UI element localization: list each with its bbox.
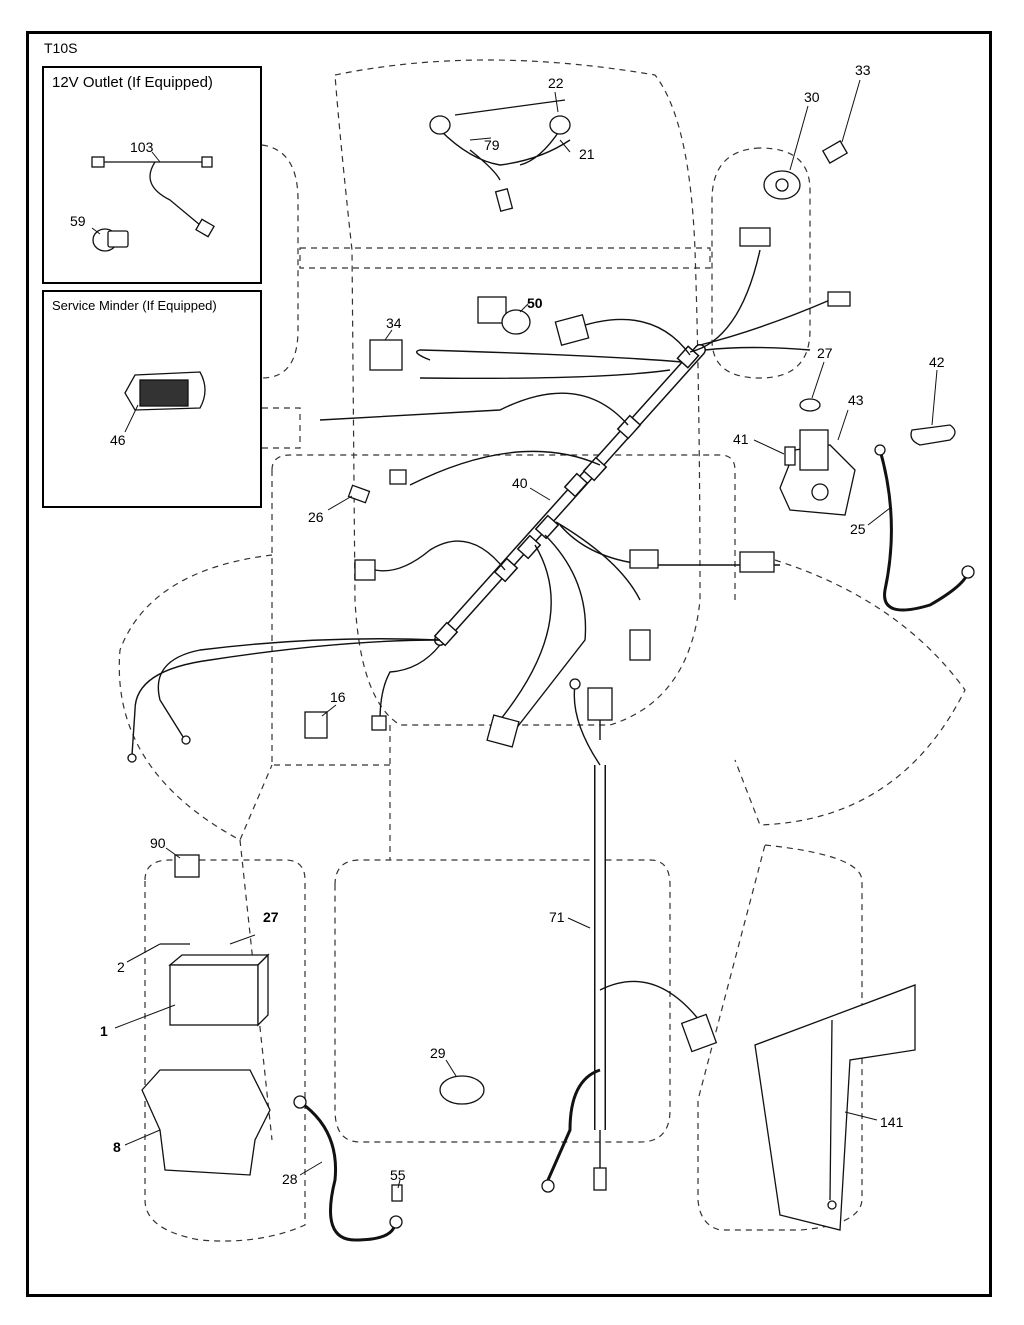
callout-50: 50 [527,295,543,311]
callout-16: 16 [330,689,346,705]
dash-left-box [262,407,301,449]
callout-103: 103 [130,139,154,155]
chassis-frame [271,454,736,600]
callout-1: 1 [100,1023,108,1039]
cable-28 [299,1100,397,1242]
callout-46: 46 [110,432,126,448]
callout-41: 41 [733,431,749,447]
callout-34: 34 [386,315,402,331]
callout-55: 55 [390,1167,406,1183]
callout-8: 8 [113,1139,121,1155]
callout-27-battery: 27 [263,909,279,925]
right-front-wheel-arc [734,559,966,826]
callout-79: 79 [484,137,500,153]
headlight-harness [439,129,571,181]
right-fender-pod [711,147,811,379]
callout-90: 90 [150,835,166,851]
battery-pod [144,859,306,1242]
rear-deck [334,859,671,1143]
callout-33: 33 [855,62,871,78]
callout-40: 40 [512,475,528,491]
callout-22: 22 [548,75,564,91]
hood-crossbar [299,247,711,269]
hood-outline [334,59,701,726]
callout-59: 59 [70,213,86,229]
service-minder-inset: Service Minder (If Equipped) [42,290,262,508]
callout-27-solenoid: 27 [817,345,833,361]
callout-141: 141 [880,1114,904,1130]
right-rear-pod [697,844,863,1231]
left-front-wheel-arc [118,554,273,841]
callout-2: 2 [117,959,125,975]
callout-28: 28 [282,1171,298,1187]
service-minder-inset-title: Service Minder (If Equipped) [52,298,217,313]
cable-25 [878,449,970,612]
left-fender-pod [261,144,299,379]
callout-25: 25 [850,521,866,537]
outlet-inset: 12V Outlet (If Equipped) [42,66,262,284]
callout-42: 42 [929,354,945,370]
page-frame [26,31,992,1297]
page-code: T10S [44,40,78,56]
callout-30: 30 [804,89,820,105]
callout-29: 29 [430,1045,446,1061]
callout-43: 43 [848,392,864,408]
callout-71: 71 [549,909,565,925]
callout-26: 26 [308,509,324,525]
outlet-inset-title: 12V Outlet (If Equipped) [52,74,213,91]
callout-21: 21 [579,146,595,162]
